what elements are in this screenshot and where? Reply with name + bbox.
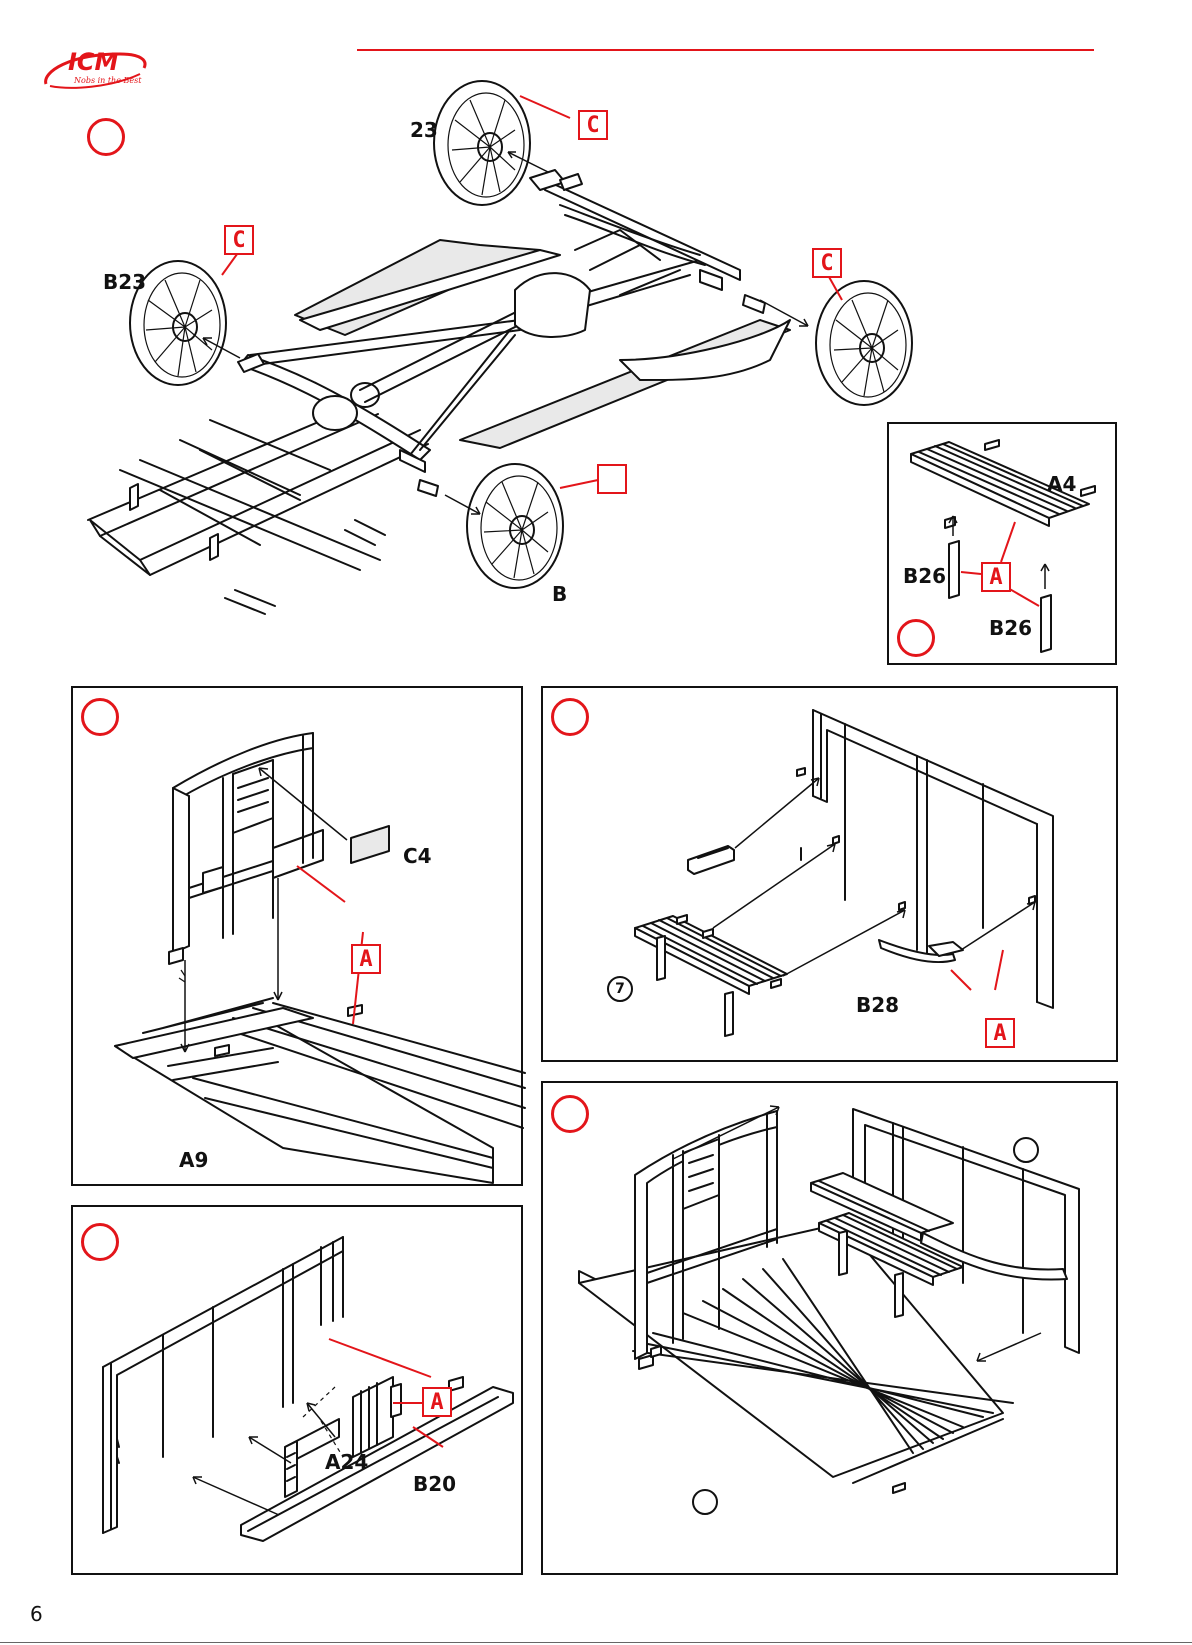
label-top-wheel: 23 — [410, 118, 438, 142]
label-window: C4 — [403, 844, 432, 868]
callout-front — [597, 464, 627, 494]
label-leg-left: B26 — [903, 564, 946, 588]
panel-bottom-left: A24 B20 A — [71, 1205, 523, 1575]
callout-right: C — [812, 248, 842, 278]
label-left-wheel: B23 — [103, 270, 146, 294]
label-seat: A4 — [1047, 472, 1076, 496]
callout-left: C — [224, 225, 254, 255]
label-part-b: B20 — [413, 1472, 456, 1496]
assembly-arrows — [203, 152, 808, 514]
label-rail: B28 — [856, 993, 899, 1017]
footer-rule — [0, 1642, 1192, 1643]
label-leg-right: B26 — [989, 616, 1032, 640]
opposite-wall-drawing — [73, 1207, 525, 1577]
wheel-front — [467, 464, 563, 588]
label-front-wheel: B — [552, 582, 567, 606]
label-part-a: A24 — [325, 1450, 368, 1474]
bench-panel: A4 B26 B26 A — [887, 422, 1117, 665]
callout-a: A — [981, 562, 1011, 592]
panel-bottom-right — [541, 1081, 1118, 1575]
panel-mid-right: 7 B28 A — [541, 686, 1118, 1062]
body-assembly-drawing — [543, 1083, 1120, 1577]
step-ref-circle: 7 — [607, 976, 633, 1002]
rear-wall-drawing — [73, 688, 525, 1188]
callout-top: C — [578, 110, 608, 140]
side-wall-drawing — [543, 688, 1120, 1064]
wheel-top — [434, 81, 530, 205]
wheel-right — [816, 281, 912, 405]
panel-mid-left: C4 A9 A — [71, 686, 523, 1186]
callout-a: A — [351, 944, 381, 974]
label-floor: A9 — [179, 1148, 208, 1172]
callout-a: A — [985, 1018, 1015, 1048]
callout-a: A — [422, 1387, 452, 1417]
page-number: 6 — [30, 1602, 43, 1626]
